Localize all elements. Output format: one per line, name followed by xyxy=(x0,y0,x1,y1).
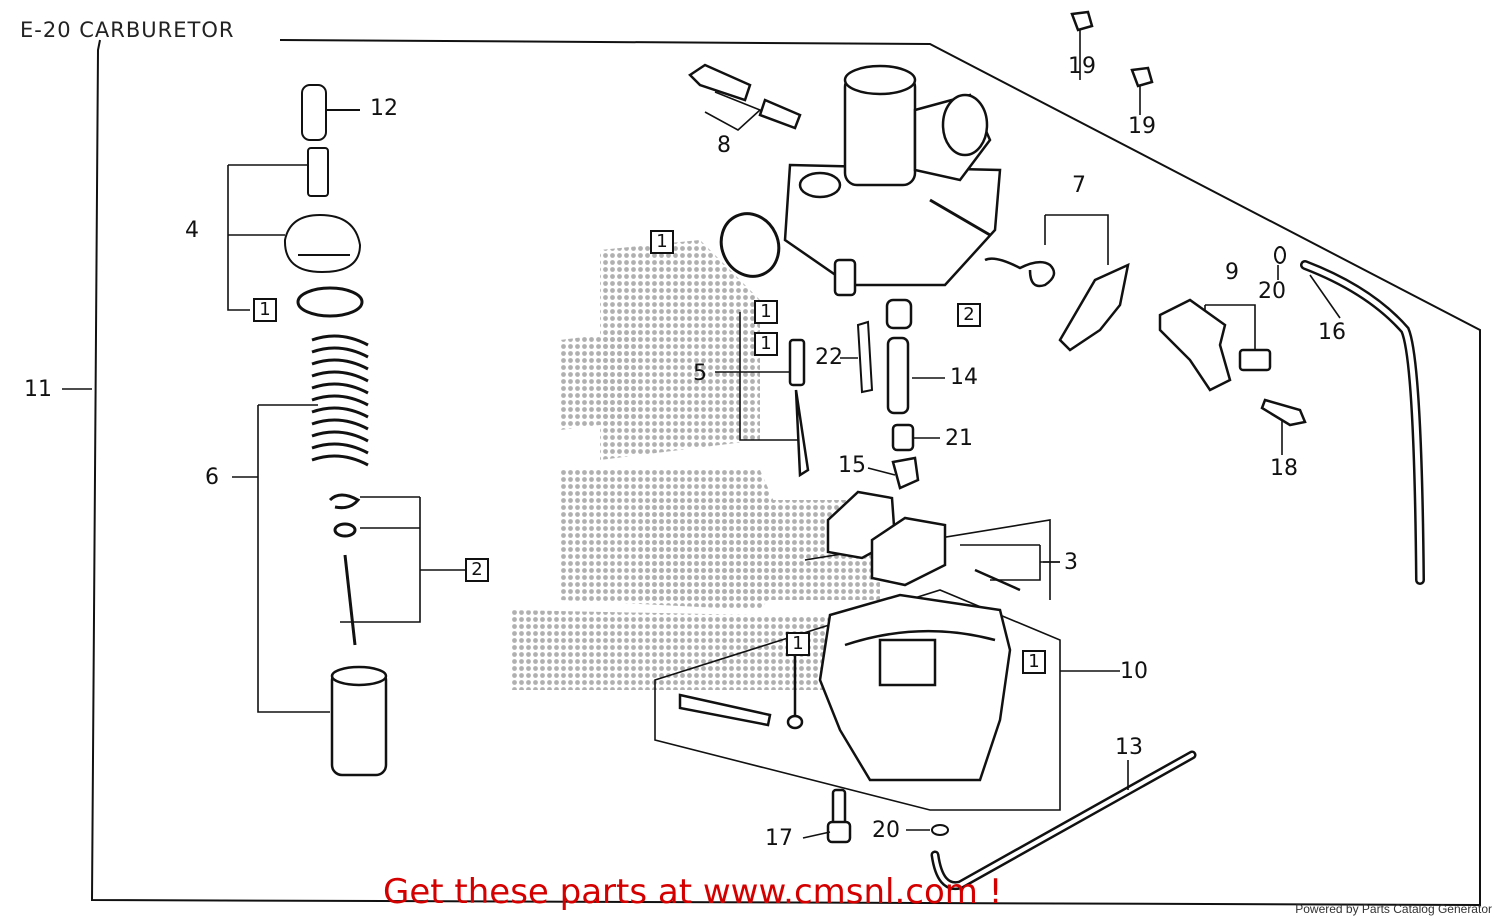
callout-20b: 20 xyxy=(872,818,900,843)
drain-screw-17 xyxy=(826,788,852,844)
callout-22: 22 xyxy=(815,345,843,370)
callout-3: 3 xyxy=(1064,550,1078,575)
caps-19 xyxy=(1070,10,1154,88)
tube-13-inner xyxy=(933,753,1194,888)
jet-needle xyxy=(343,554,357,646)
callout-16: 16 xyxy=(1318,320,1346,345)
needle-jet-5 xyxy=(788,338,810,478)
boxed-ref-1: 1 xyxy=(650,230,674,254)
spring-6 xyxy=(311,334,369,467)
screw-18 xyxy=(1260,398,1307,427)
callout-9: 9 xyxy=(1225,260,1239,285)
boxed-ref-2: 2 xyxy=(465,558,489,582)
boxed-ref-1: 1 xyxy=(754,332,778,356)
gasket-ring xyxy=(296,286,364,318)
callout-8: 8 xyxy=(717,133,731,158)
boxed-ref-1: 1 xyxy=(754,300,778,324)
screw-8 xyxy=(688,63,802,130)
callout-14: 14 xyxy=(950,365,978,390)
boxed-ref-2: 2 xyxy=(957,303,981,327)
callout-11: 11 xyxy=(24,377,52,402)
page-title: E-20 CARBURETOR xyxy=(20,18,235,42)
tube-16-inner xyxy=(1302,262,1423,583)
callout-13: 13 xyxy=(1115,735,1143,760)
callout-leaders xyxy=(232,30,1341,839)
callout-6: 6 xyxy=(205,465,219,490)
generator-credit: Powered by Parts Catalog Generator xyxy=(1295,902,1492,916)
boxed-ref-1: 1 xyxy=(786,632,810,656)
adjuster-4 xyxy=(283,147,362,274)
carburetor-body xyxy=(783,64,1002,297)
throttle-valve xyxy=(330,665,388,777)
boxed-ref-1: 1 xyxy=(1022,650,1046,674)
bracket-9 xyxy=(1158,298,1272,392)
spring-7 xyxy=(984,257,1130,352)
callout-4: 4 xyxy=(185,218,199,243)
callout-5: 5 xyxy=(693,361,707,386)
callout-12: 12 xyxy=(370,96,398,121)
o-ring-1 xyxy=(719,212,781,278)
main-jet-14 xyxy=(885,298,920,490)
callout-10: 10 xyxy=(1120,659,1148,684)
promo-link[interactable]: Get these parts at www.cmsnl.com ! xyxy=(383,872,1003,912)
clip-parts xyxy=(328,493,361,538)
float-chamber xyxy=(678,593,1012,782)
boxed-ref-1: 1 xyxy=(253,298,277,322)
callout-19a: 19 xyxy=(1068,54,1096,79)
watermark-logo xyxy=(510,240,1000,690)
callout-21: 21 xyxy=(945,426,973,451)
link-lines xyxy=(62,91,1256,713)
tube-16 xyxy=(1300,260,1425,585)
assembly-frame xyxy=(90,39,1481,907)
callout-17: 17 xyxy=(765,826,793,851)
callout-18: 18 xyxy=(1270,456,1298,481)
callout-7: 7 xyxy=(1072,173,1086,198)
callout-20a: 20 xyxy=(1258,279,1286,304)
cap-nut-12 xyxy=(301,84,360,141)
callout-19b: 19 xyxy=(1128,114,1156,139)
pilot-jet-22 xyxy=(856,320,874,394)
clip-20 xyxy=(931,246,1286,836)
callout-15: 15 xyxy=(838,453,866,478)
float-3 xyxy=(826,490,1021,592)
